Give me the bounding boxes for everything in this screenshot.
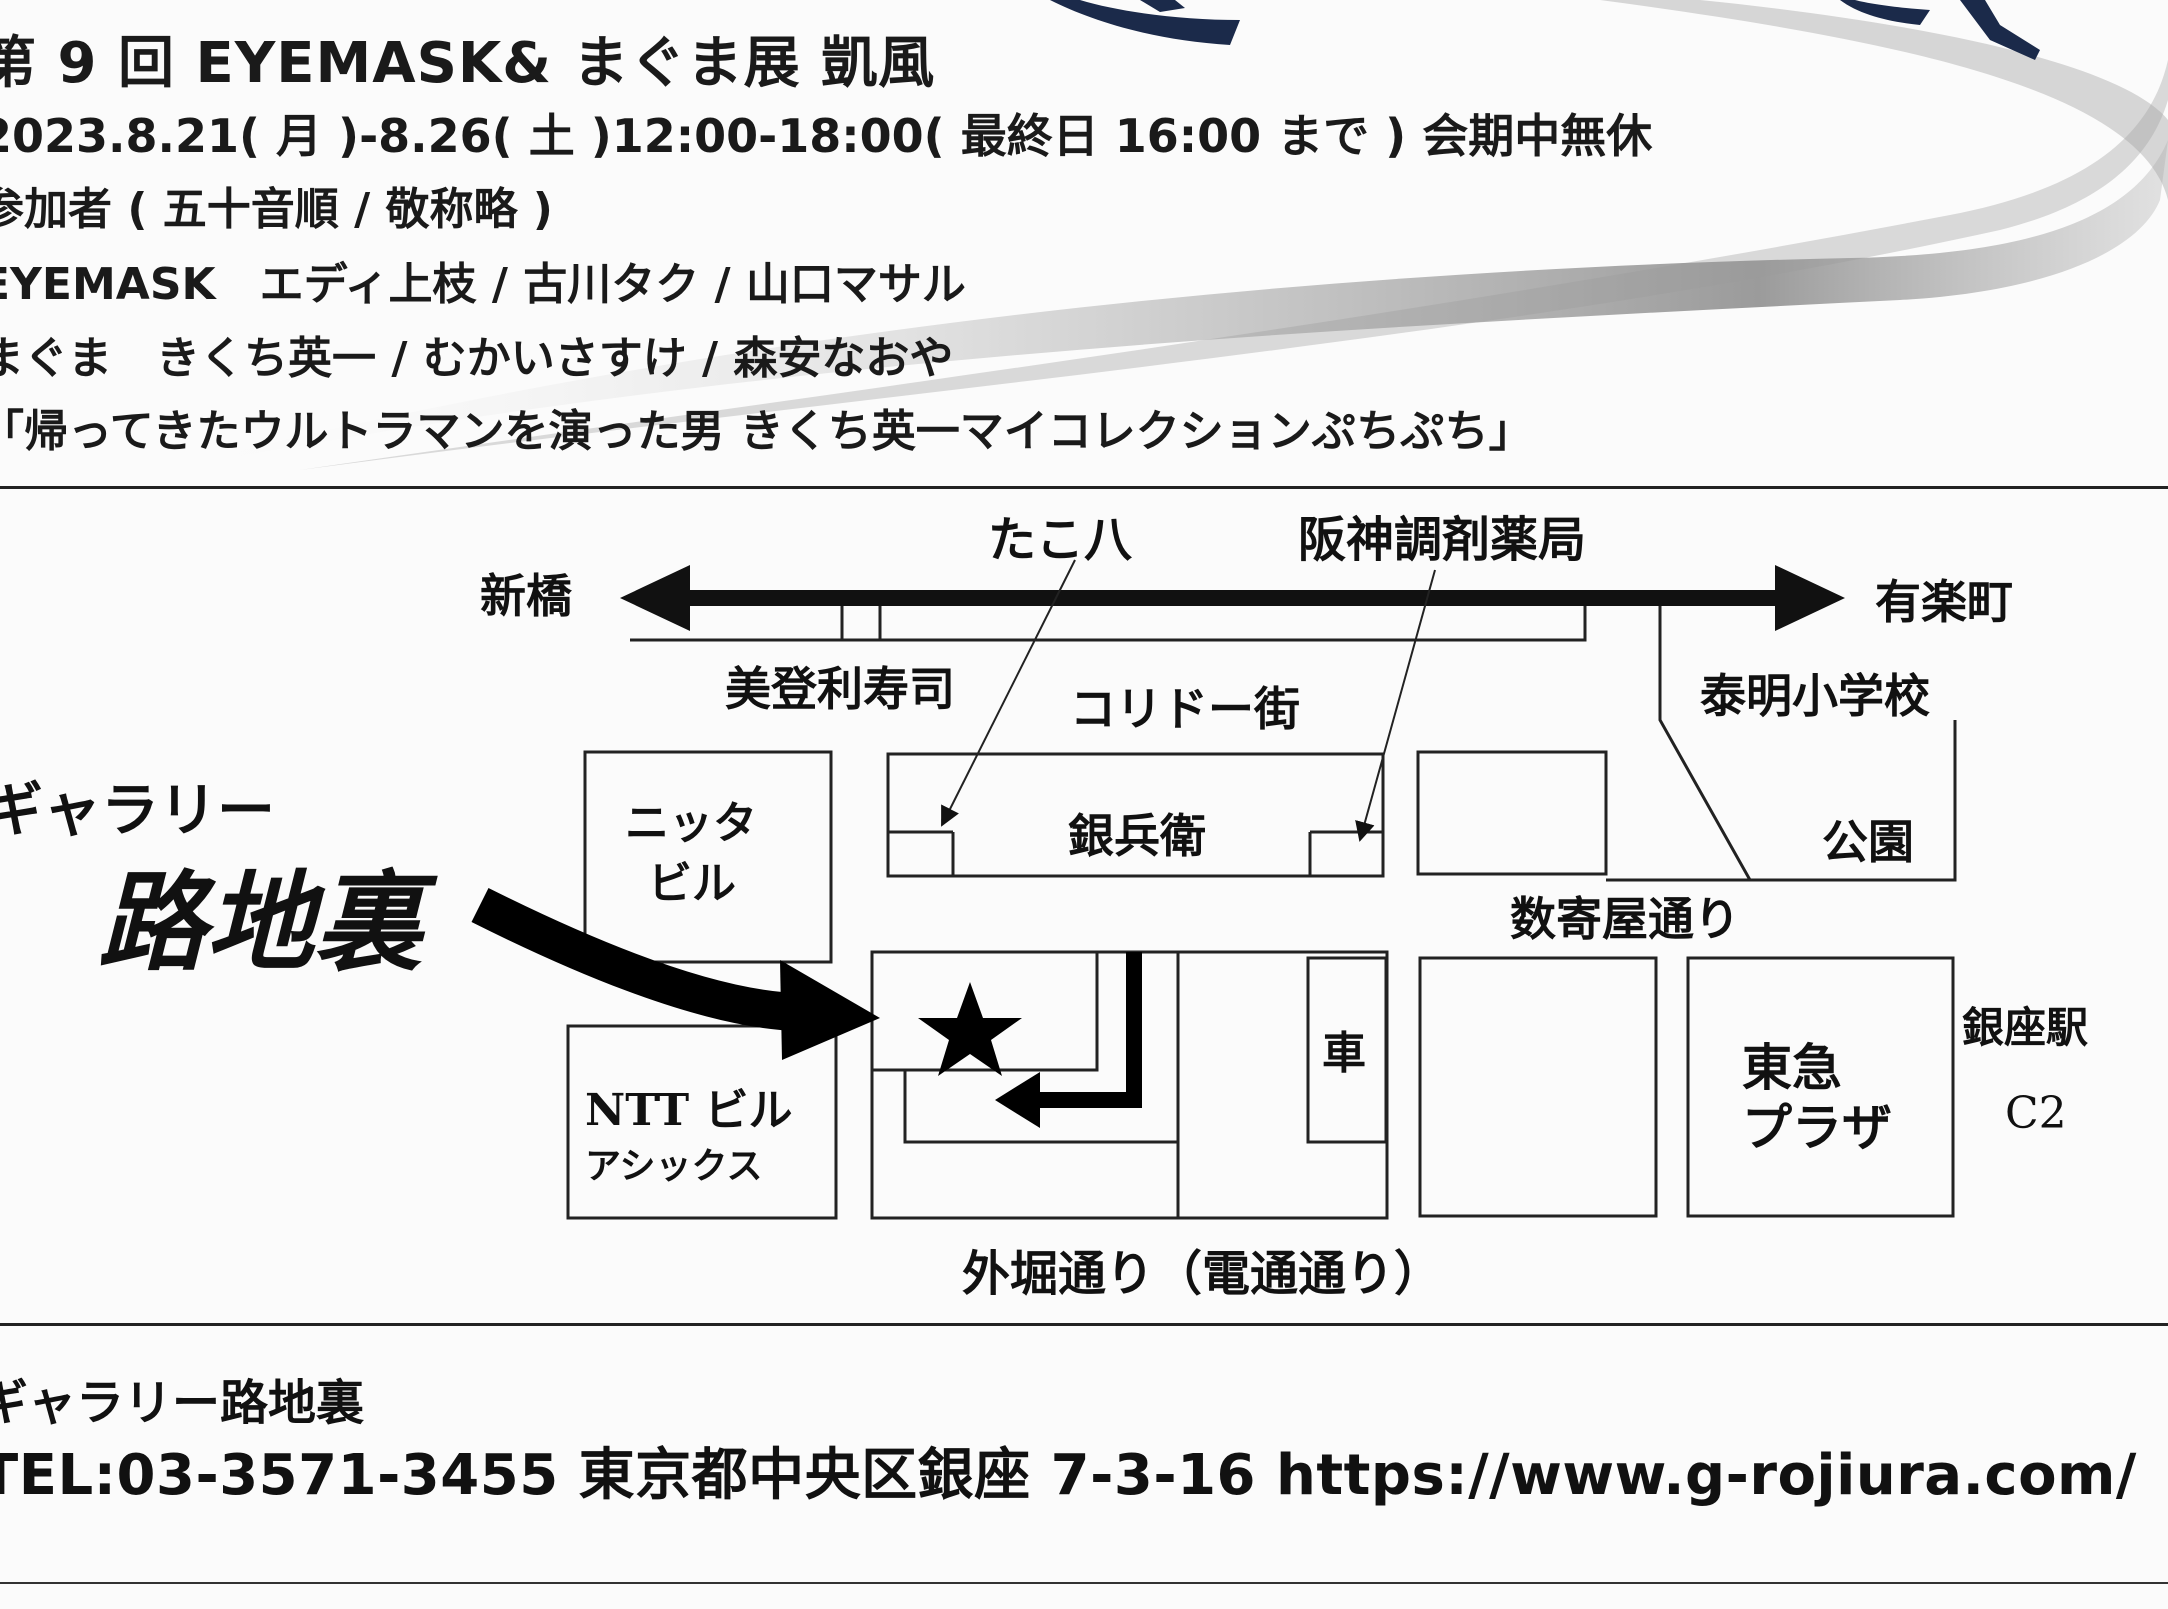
- sotobori-label: 外堀通り（電通通り）: [962, 1246, 1442, 1302]
- left-direction-label: 新橋: [480, 569, 572, 623]
- asics-label: アシックス: [585, 1145, 762, 1187]
- nitta-label-1: ニッタ: [625, 798, 757, 849]
- gallery-arrow: [471, 888, 801, 1031]
- hanshin-pointer: [1355, 569, 1436, 842]
- nitta-building: [583, 750, 833, 964]
- kuruma-label: 車: [1322, 1028, 1366, 1079]
- taimei-label: 泰明小学校: [1700, 669, 1930, 723]
- nitta-label-2: ビル: [648, 858, 736, 909]
- tako8-label: たこ八: [988, 512, 1133, 568]
- car-building: [1306, 956, 1388, 1144]
- decorative-swoosh-background: [120, 0, 2168, 480]
- route-arrow: [1030, 952, 1142, 1108]
- mitori-label: 美登利寿司: [725, 662, 955, 716]
- gallery-name: ギャラリー路地裏: [0, 1375, 365, 1431]
- right-direction-label: 有楽町: [1875, 575, 2013, 629]
- lower-inner: [903, 1070, 1178, 1144]
- exit-label: C2: [2005, 1088, 2067, 1139]
- book-title: 「帰ってきたウルトラマンを演った男 きくち英一マイコレクションぷちぷち」: [0, 406, 1533, 457]
- right-block: [1416, 750, 1608, 876]
- gallery-contact: TEL:03-3571-3455 東京都中央区銀座 7-3-16 https:/…: [0, 1443, 2137, 1508]
- ntt-building: [566, 1024, 838, 1220]
- tokyu-building: [1686, 956, 1955, 1218]
- star-icon: [918, 982, 1022, 1076]
- ntt-label: NTT ビル: [585, 1085, 792, 1136]
- participants-eyemask: EYEMASK エディ上枝 / 古川タク / 山口マサル: [0, 259, 966, 310]
- gallery-label-2: 路地裏: [98, 860, 438, 986]
- participants-maguma: まぐま きくち英一 / むかいさすけ / 森安なおや: [0, 333, 954, 384]
- hanshin-label: 阪神調剤薬局: [1298, 512, 1586, 568]
- bottom-divider: [0, 1582, 2168, 1584]
- street-arrow: [620, 565, 1845, 631]
- exhibition-title: 第 9 回 EYEMASK& まぐま展 凱風: [0, 31, 936, 96]
- sukiya-label: 数寄屋通り: [1510, 892, 1740, 946]
- tokyu-label-1: 東急: [1742, 1038, 1842, 1097]
- ginbei-label: 銀兵衛: [1068, 809, 1206, 863]
- station-label: 銀座駅: [1962, 1003, 2088, 1052]
- tako8-pointer: [941, 559, 1076, 827]
- tokyu-label-2: プラザ: [1742, 1098, 1892, 1157]
- ginbei-building: [886, 752, 1385, 878]
- park-label: 公園: [1822, 815, 1914, 869]
- participants-heading: 参加者 ( 五十音順 / 敬称略 ): [0, 184, 553, 235]
- map-frame: [0, 486, 2168, 1326]
- gallery-label-1: ギャラリー: [0, 776, 275, 844]
- block-empty: [1418, 956, 1658, 1218]
- corridor-label: コリドー街: [1070, 682, 1300, 736]
- corridor-upper-line: [630, 606, 1587, 642]
- exhibition-dates: 2023.8.21( 月 )-8.26( 土 )12:00-18:00( 最終日…: [0, 109, 1653, 163]
- route-arrow-head: [995, 1072, 1040, 1128]
- gallery-arrow-head: [780, 960, 880, 1060]
